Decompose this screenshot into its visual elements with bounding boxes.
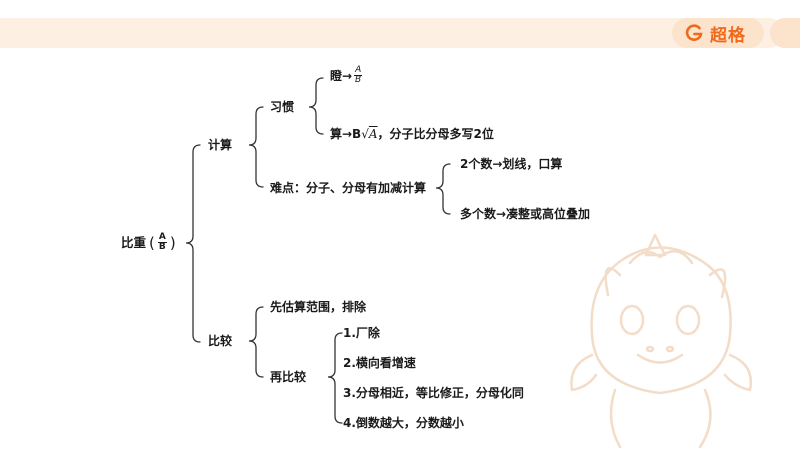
node-habit-stare: 瞪→ A B (330, 65, 363, 85)
node-difficulty-item-1: 2个数→划线，口算 (460, 157, 563, 171)
header-end-cap (770, 18, 800, 48)
root-node: 比重 ( A B ) (121, 233, 176, 252)
node-difficulty: 难点：分子、分母有加减计算 (270, 181, 427, 195)
brand-logo: 超格 (684, 22, 746, 46)
node-compare: 比较 (208, 334, 233, 348)
node-difficulty-item-2: 多个数→凑整或高位叠加 (460, 207, 591, 221)
root-paren-close: ) (169, 233, 176, 252)
sqrt-expression: √A (361, 127, 378, 141)
node-estimate: 先估算范围，排除 (270, 300, 367, 314)
mascot-watermark (570, 233, 753, 449)
node-calc: 计算 (208, 138, 233, 152)
node-habit-calc: 算→B√A，分子比分母多写2位 (330, 127, 494, 141)
node-recompare: 再比较 (270, 370, 307, 384)
root-fraction: A B (157, 232, 167, 252)
root-paren-open: ( (149, 233, 155, 252)
brand-name: 超格 (710, 25, 746, 46)
node-recompare-item-2: 2.横向看增速 (343, 356, 416, 370)
header-bar (0, 18, 784, 48)
node-recompare-item-3: 3.分母相近，等比修正，分母化同 (343, 386, 524, 400)
brand-g-icon (685, 24, 703, 41)
node-habit: 习惯 (270, 100, 295, 114)
node-recompare-item-4: 4.倒数越大，分数越小 (343, 416, 464, 430)
node-recompare-item-1: 1.厂除 (343, 326, 380, 340)
root-label: 比重 (121, 234, 147, 250)
stare-fraction: A B (354, 65, 363, 85)
